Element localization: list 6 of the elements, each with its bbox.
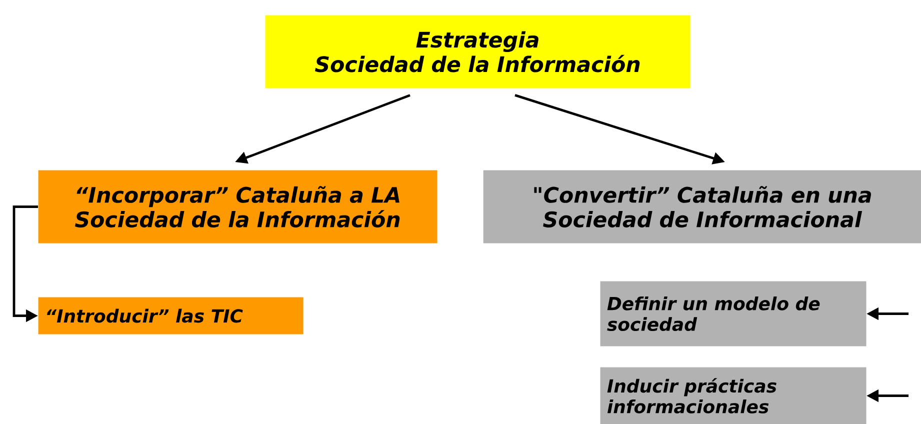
process-box: "Convertir” Cataluña en una Sociedad de Informacional [483,170,921,244]
process-box: “Incorporar” Cataluña a LA Sociedad de la Información [38,170,438,244]
title-box: Estrategia Sociedad de la Información [265,15,690,88]
process-box: “Introducir” las TIC [38,297,304,334]
process-box: Definir un modelo de sociedad [600,281,866,346]
process-box: Inducir prácticas informacionales [600,367,866,424]
